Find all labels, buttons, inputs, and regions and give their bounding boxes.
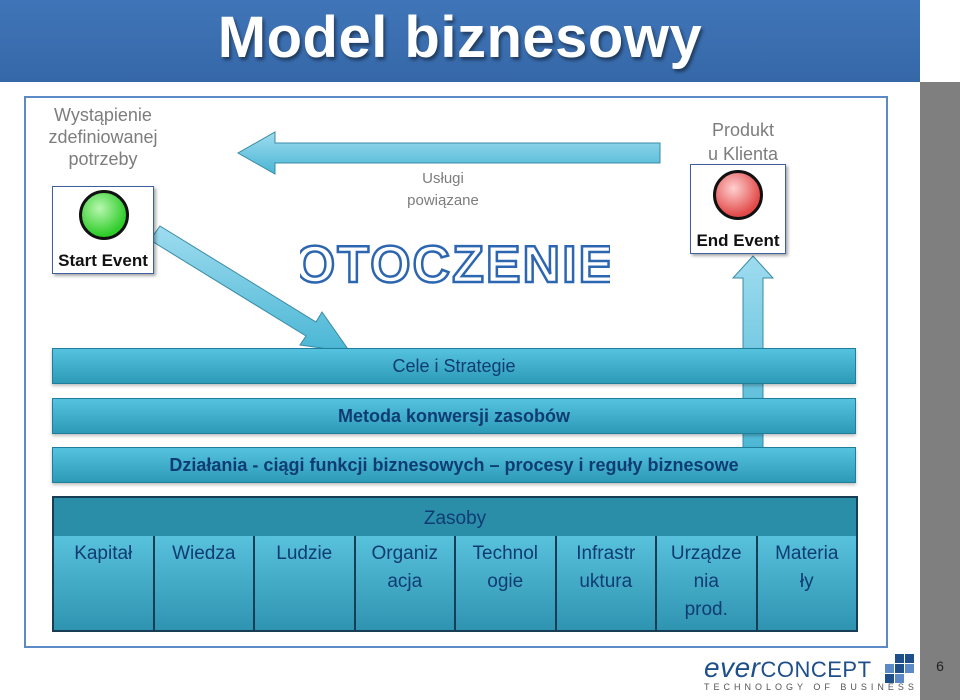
resource-infrastructure: Infrastr uktura <box>554 536 655 630</box>
start-to-goals-arrow <box>149 225 352 353</box>
environment-text: OTOCZENIE <box>300 236 610 292</box>
resources-title: Zasoby <box>423 508 487 529</box>
product-label: Produkt u Klienta <box>690 118 796 166</box>
method-bar: Metoda konwersji zasobów <box>52 398 856 434</box>
logo-tagline: TECHNOLOGY OF BUSINESS <box>704 682 918 692</box>
need-line-3: potrzeby <box>68 149 138 169</box>
services-line-1: Usługi <box>422 170 464 187</box>
resource-capital: Kapitał <box>54 536 153 630</box>
goals-bar: Cele i Strategie <box>52 348 856 384</box>
resource-technologies: Technol ogie <box>454 536 555 630</box>
end-event: End Event <box>690 164 786 254</box>
services-arrow <box>236 131 661 175</box>
actions-bar: Działania - ciągi funkcji biznesowych – … <box>52 447 856 483</box>
company-logo: everCONCEPT TECHNOLOGY OF BUSINESS <box>700 652 920 698</box>
end-event-label: End Event <box>696 231 780 250</box>
page-title: Model biznesowy <box>217 5 703 70</box>
blue-grid-icon <box>885 654 914 683</box>
start-event: Start Event <box>52 186 154 274</box>
resource-organization: Organiz acja <box>353 536 454 630</box>
resource-materials: Materia ły <box>755 536 856 630</box>
right-side-bar <box>920 82 960 700</box>
related-services-label: Usługi powiązane <box>388 168 498 212</box>
need-label: Wystąpienie zdefiniowanej potrzeby <box>28 104 178 170</box>
green-circle-icon <box>79 190 129 240</box>
resource-people: Ludzie <box>253 536 354 630</box>
need-line-1: Wystąpienie <box>54 105 152 125</box>
product-line-2: u Klienta <box>707 144 779 164</box>
need-line-2: zdefiniowanej <box>48 127 158 147</box>
start-event-label: Start Event <box>58 251 148 270</box>
logo-brand-part1: ever <box>704 652 761 683</box>
red-circle-icon <box>713 170 763 220</box>
product-line-1: Produkt <box>711 120 775 140</box>
resource-devices: Urządze nia prod. <box>655 536 756 630</box>
resources-list: Kapitał Wiedza Ludzie Organiz acja Techn… <box>54 536 856 630</box>
resource-knowledge: Wiedza <box>152 536 253 630</box>
environment-label: OTOCZENIE <box>300 235 610 292</box>
page-number: 6 <box>936 658 944 674</box>
logo-text: everCONCEPT <box>704 652 872 684</box>
services-line-2: powiązane <box>407 192 479 209</box>
title-bar <box>0 0 920 82</box>
logo-brand-part2: CONCEPT <box>760 657 872 682</box>
resources-block: Zasoby Kapitał Wiedza Ludzie Organiz acj… <box>52 496 858 632</box>
